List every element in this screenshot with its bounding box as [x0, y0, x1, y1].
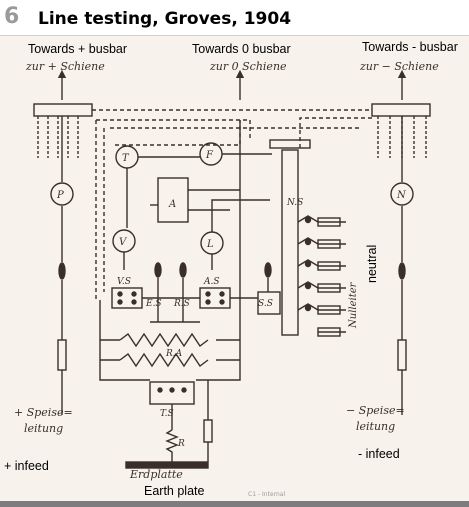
plus-busbar-feeders	[37, 116, 79, 158]
label-earth-plate: Earth plate	[144, 484, 205, 498]
label-TS: T.S	[160, 409, 174, 419]
label-SS: S.S	[258, 299, 273, 309]
label-speise-plus-1: + Speise=	[14, 406, 73, 419]
label-towards-plus-busbar: Towards + busbar	[28, 42, 128, 56]
classification-note: C1 - Internal	[248, 491, 286, 498]
label-towards-minus-busbar: Towards - busbar	[362, 40, 458, 54]
label-P: P	[56, 190, 64, 201]
label-speise-minus-2: leitung	[356, 420, 395, 433]
bottom-bar	[0, 501, 469, 507]
resistor-RA	[119, 332, 209, 368]
resistor-plus	[57, 339, 67, 371]
fuse-plus	[58, 262, 66, 280]
neutral-switch-contacts	[297, 215, 319, 312]
label-erdplatte: Erdplatte	[129, 468, 183, 481]
label-VS: V.S	[117, 277, 131, 287]
line-testing-diagram: zur + Schiene zur 0 Schiene zur − Schien…	[0, 36, 469, 507]
label-RA: R.A	[165, 349, 183, 359]
earth-resistor-R	[165, 429, 179, 462]
label-V: V	[119, 237, 128, 248]
label-plus-infeed: + infeed	[4, 459, 49, 473]
label-F: F	[205, 150, 214, 161]
meter-N	[390, 182, 414, 206]
meter-P	[50, 182, 74, 206]
earth-plate	[125, 461, 209, 469]
label-zur-minus: zur − Schiene	[359, 60, 439, 73]
fuse-minus	[398, 262, 406, 280]
label-T: T	[122, 153, 130, 164]
label-ES: E.S	[145, 299, 162, 309]
neutral-switch-column	[281, 149, 299, 336]
label-N: N	[396, 190, 407, 201]
label-zur-plus: zur + Schiene	[25, 60, 105, 73]
label-R: R	[177, 439, 185, 449]
label-zur-zero: zur 0 Schiene	[209, 60, 287, 73]
label-nulleiter: Nulleiter	[348, 281, 359, 329]
slide-number: 6	[4, 4, 20, 29]
label-AS: A.S	[203, 277, 220, 287]
minus-busbar-block	[371, 103, 431, 117]
switch-SS	[257, 291, 281, 315]
label-NS: N.S	[286, 198, 303, 208]
label-A: A	[168, 199, 176, 210]
resistor-minus	[397, 339, 407, 371]
label-towards-zero-busbar: Towards 0 busbar	[192, 42, 291, 56]
slide-title: Line testing, Groves, 1904	[38, 9, 292, 29]
label-RS: R.S	[173, 299, 190, 309]
label-minus-infeed: - infeed	[358, 447, 400, 461]
label-speise-plus-2: leitung	[24, 422, 63, 435]
ammeter-box-A	[157, 177, 189, 223]
label-L: L	[206, 239, 214, 250]
label-neutral: neutral	[365, 244, 379, 283]
header-divider	[0, 35, 469, 36]
label-speise-minus-1: − Speise=	[346, 404, 405, 417]
neutral-outgoing-fuses	[317, 217, 346, 337]
